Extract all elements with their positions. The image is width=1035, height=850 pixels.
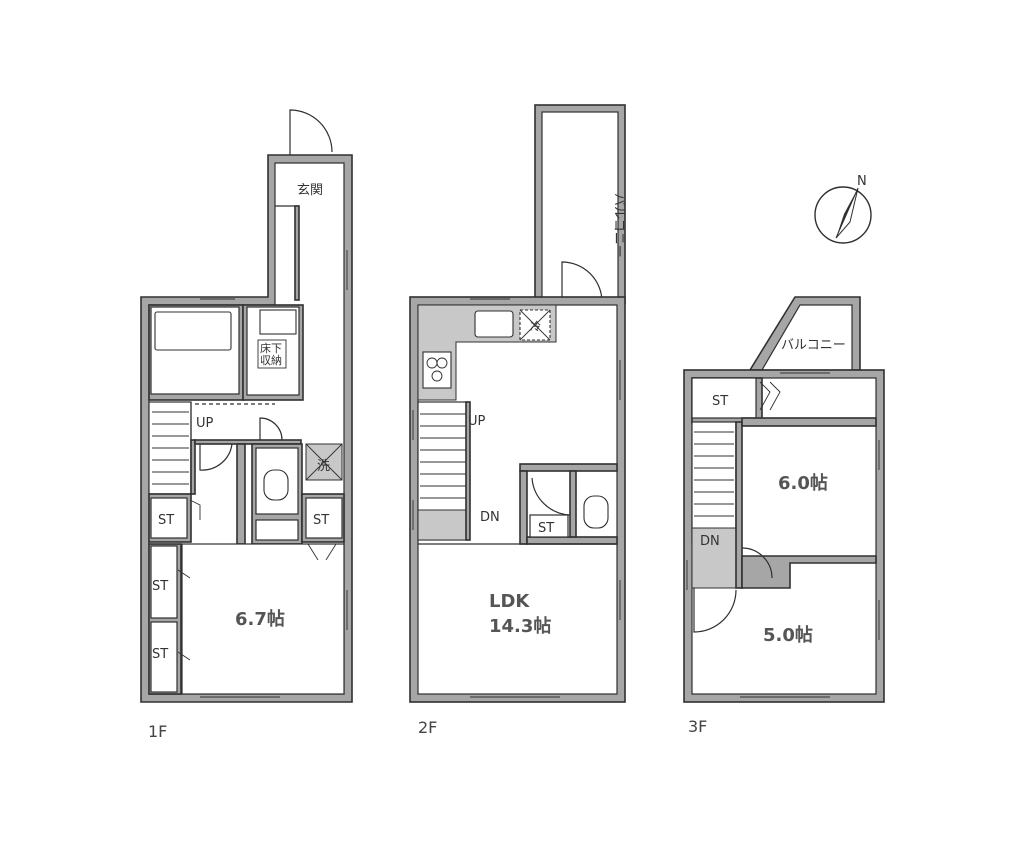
- bathtub: [154, 311, 232, 351]
- label-1f-up: UP: [196, 416, 214, 431]
- label-genkan: 玄関: [297, 183, 323, 198]
- label-1f-st-right: ST: [313, 513, 329, 528]
- underfloor-storage-box: [257, 339, 287, 369]
- label-3f-room-b: 5.0帖: [763, 624, 813, 646]
- label-3f-balcony: バルコニー: [781, 338, 846, 353]
- floor-3f: [683, 296, 885, 703]
- label-3f-room-a: 6.0帖: [778, 472, 828, 494]
- label-floor-2f: 2F: [418, 718, 437, 737]
- toilet-2f: [583, 495, 609, 529]
- label-ldk-size: 14.3帖: [489, 615, 551, 637]
- 3f-st: [691, 377, 757, 419]
- toilet-1f: [263, 469, 289, 501]
- label-1f-room: 6.7帖: [235, 608, 285, 630]
- label-yukashita: 床下: [260, 341, 282, 355]
- 2f-balcony: [541, 111, 619, 304]
- label-floor-1f: 1F: [148, 722, 167, 741]
- 1f-st-left: [150, 497, 188, 539]
- stove: [422, 351, 452, 389]
- label-2f-balcony: バルコニー: [611, 193, 626, 258]
- label-floor-3f: 3F: [688, 717, 707, 736]
- label-rei: 冷: [530, 320, 541, 333]
- label-shuno: 収納: [260, 354, 282, 367]
- labels: 玄関 床下 収納 UP 洗 ST ST ST ST 6.7帖 1F バルコニー …: [148, 174, 867, 741]
- 3f-stair: [691, 421, 737, 543]
- 1f-st-mid: [150, 545, 178, 619]
- floor-2f: [409, 104, 626, 703]
- label-1f-st-mid: ST: [152, 579, 168, 594]
- label-1f-st-low: ST: [152, 647, 168, 662]
- label-3f-dn: DN: [700, 534, 720, 549]
- vanity: [259, 309, 297, 335]
- entrance-door: [289, 109, 333, 155]
- label-ldk: LDK: [489, 591, 530, 612]
- label-2f-st: ST: [538, 521, 554, 536]
- label-sentaku: 洗: [317, 459, 330, 474]
- floor-1f: [140, 109, 353, 703]
- label-2f-dn: DN: [480, 510, 500, 525]
- label-north: N: [857, 174, 867, 189]
- 2f-st: [529, 514, 569, 538]
- label-2f-up: UP: [468, 414, 486, 429]
- label-1f-st-left: ST: [158, 513, 174, 528]
- 1f-st-low: [150, 621, 178, 693]
- label-3f-st: ST: [712, 394, 728, 409]
- 1f-st-right: [305, 497, 343, 539]
- 1f-room: [181, 543, 345, 695]
- kitchen-sink: [474, 310, 514, 338]
- balcony-door: [561, 261, 603, 303]
- north-compass: [814, 186, 872, 244]
